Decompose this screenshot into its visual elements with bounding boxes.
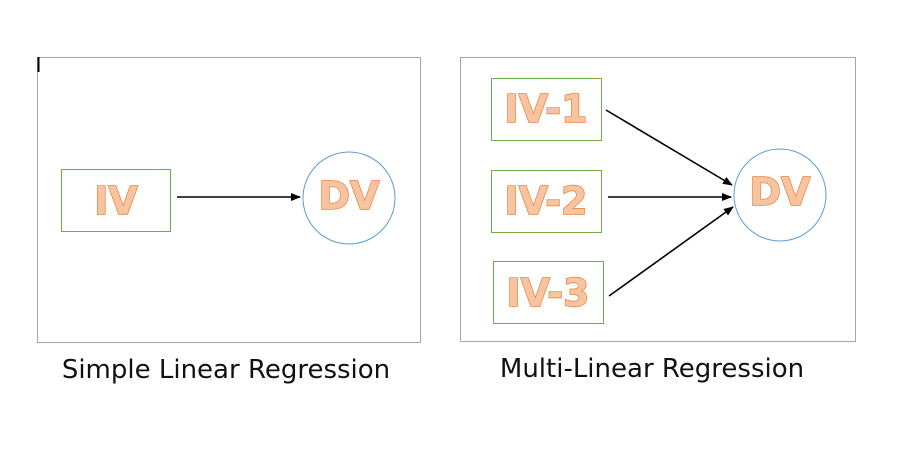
multi-caption: Multi-Linear Regression [500, 354, 804, 384]
simple-dv-label: DV [319, 174, 381, 218]
multi-iv1-label: IV-1 [505, 87, 588, 131]
simple-dv-circle [302, 151, 396, 245]
multi-dv-label: DV [750, 170, 812, 214]
multi-iv2-label: IV-2 [505, 179, 588, 223]
simple-caption: Simple Linear Regression [62, 355, 390, 385]
multi-regression-panel: IV-1 IV-2 IV-3 DV Multi-Linear Regressio… [460, 57, 856, 384]
simple-iv-label: IV [94, 179, 138, 223]
multi-iv1-box [491, 78, 602, 141]
multi-iv3-label: IV-3 [507, 271, 590, 315]
multi-iv3-box [493, 261, 604, 324]
simple-regression-panel: IV DV Simple Linear Regression [37, 57, 421, 385]
multi-arrow-iv1 [605, 109, 733, 186]
multi-arrow-iv3 [608, 206, 734, 297]
simple-iv-box [61, 169, 171, 232]
multi-dv-circle [733, 148, 827, 242]
multi-iv2-box [491, 170, 602, 233]
